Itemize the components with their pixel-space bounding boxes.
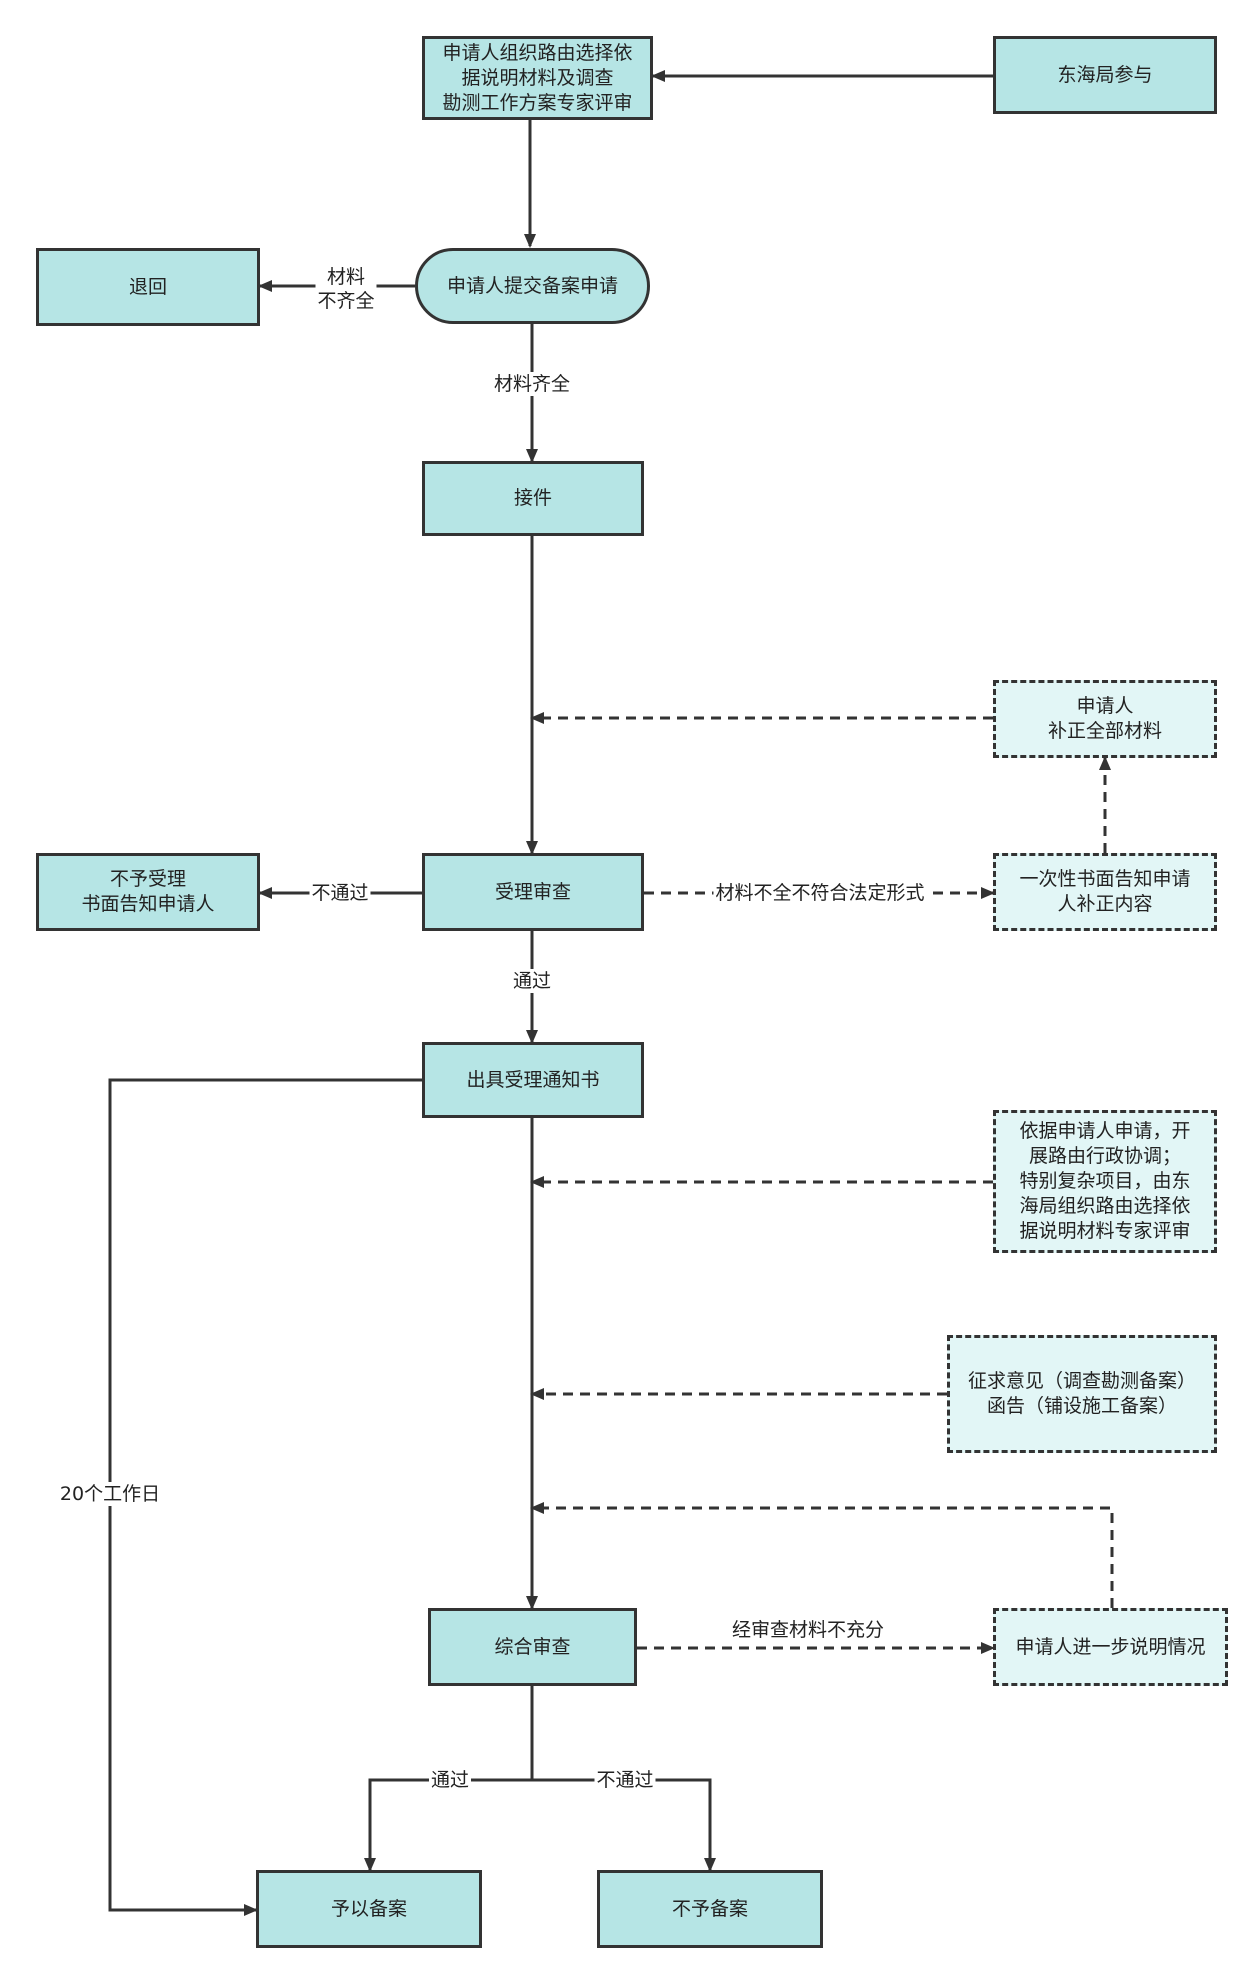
label-incomplete: 材料 不齐全 xyxy=(315,265,377,313)
node-reject: 不予备案 xyxy=(597,1870,823,1948)
node-return: 退回 xyxy=(36,248,260,326)
node-notify-once: 一次性书面告知申请 人补正内容 xyxy=(993,853,1217,931)
node-coordination: 依据申请人申请，开 展路由行政协调； 特别复杂项目，由东 海局组织路由选择依 据… xyxy=(993,1110,1217,1253)
edge-comprehensive-to-reject xyxy=(532,1778,716,1872)
node-issue-notice: 出具受理通知书 xyxy=(422,1042,644,1118)
node-expert-review: 申请人组织路由选择依 据说明材料及调查 勘测工作方案专家评审 xyxy=(422,36,653,120)
node-approve: 予以备案 xyxy=(256,1870,482,1948)
node-receive: 接件 xyxy=(422,461,644,536)
label-nonconform: 材料不全不符合法定形式 xyxy=(713,881,927,905)
label-fail-acceptance: 不通过 xyxy=(309,881,371,905)
label-complete: 材料齐全 xyxy=(491,372,573,396)
node-comprehensive-review: 综合审查 xyxy=(428,1608,637,1686)
edge-further-explain-to-mainline xyxy=(530,1502,1114,1608)
node-submit-application: 申请人提交备案申请 xyxy=(415,248,650,324)
label-pass-acceptance: 通过 xyxy=(510,969,554,993)
label-insufficient: 经审查材料不充分 xyxy=(729,1618,887,1642)
node-consultation: 征求意见（调查勘测备案） 函告（铺设施工备案） xyxy=(947,1335,1217,1453)
label-fail-final: 不通过 xyxy=(594,1768,656,1792)
node-east-sea: 东海局参与 xyxy=(993,36,1217,114)
node-further-explain: 申请人进一步说明情况 xyxy=(993,1608,1228,1686)
label-twenty-days: 20个工作日 xyxy=(57,1482,163,1506)
node-supplement-all: 申请人 补正全部材料 xyxy=(993,680,1217,758)
node-not-accepted: 不予受理 书面告知申请人 xyxy=(36,853,260,931)
label-pass-final: 通过 xyxy=(428,1768,472,1792)
node-acceptance-review: 受理审查 xyxy=(422,853,644,931)
